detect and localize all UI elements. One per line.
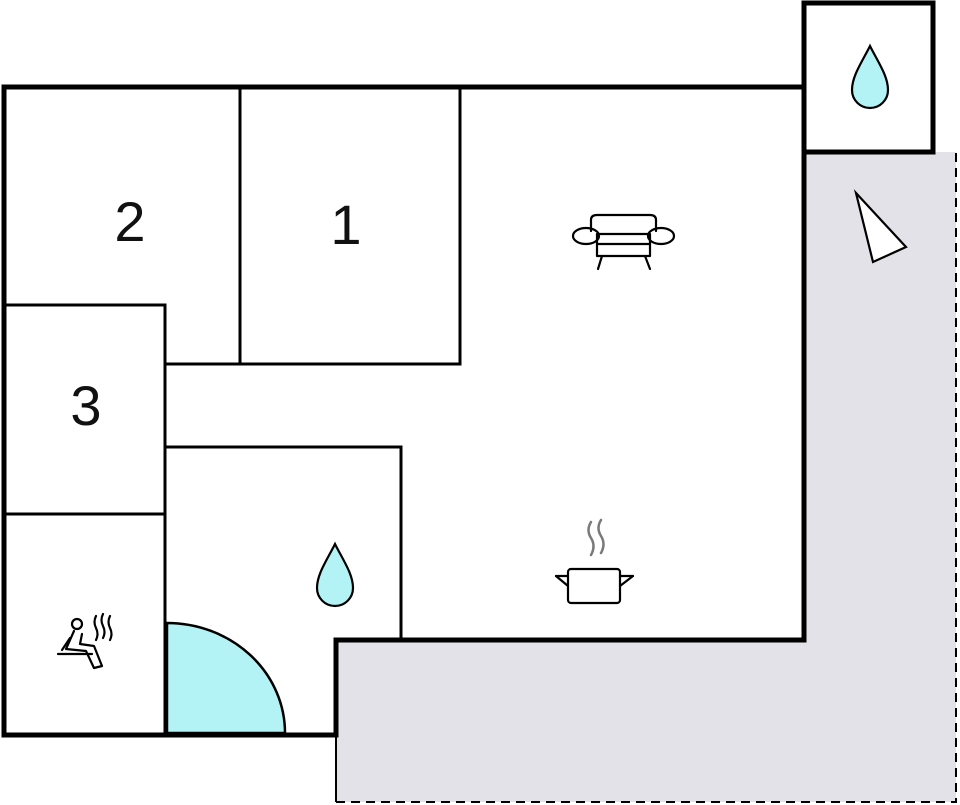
exterior-wall [1,84,807,738]
room-label-1: 1 [330,193,361,256]
interior-partitions [2,85,462,737]
sofa-icon [571,213,676,271]
sauna-icon [56,612,113,670]
room-label-2: 2 [114,190,145,253]
cooking-pot-icon [554,518,635,605]
terrace [335,152,957,803]
water-drop-icon [850,43,890,110]
water-drop-icon [315,541,355,608]
terrace-border-dashed [336,152,957,803]
shower-area [165,621,287,735]
room-label-3: 3 [70,374,101,437]
triangle-marker-icon [853,189,908,264]
utility-room-wall [801,0,936,155]
